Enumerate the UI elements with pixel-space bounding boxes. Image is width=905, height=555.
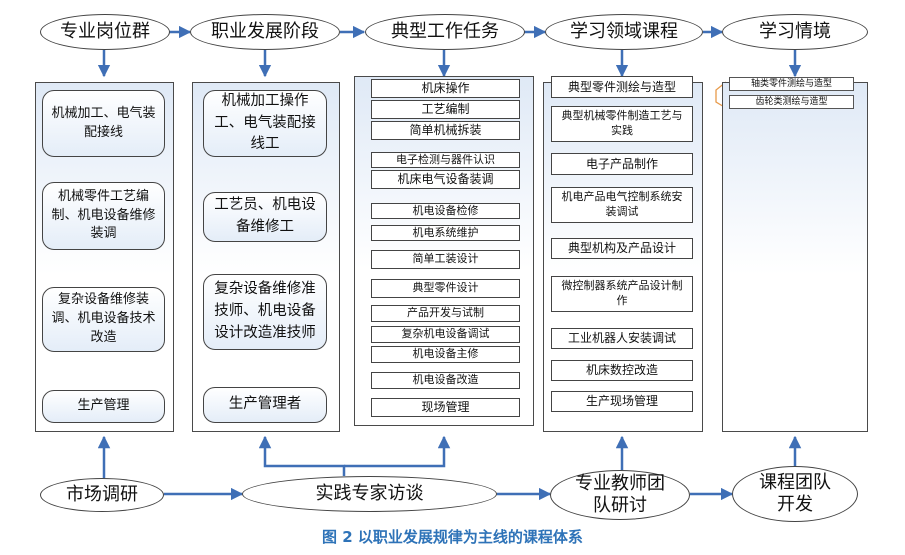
position-3: 复杂设备维修装调、机电设备技术改造 [42,287,165,352]
course-5: 典型机构及产品设计 [551,238,693,259]
teacher-team-discussion: 专业教师团队研讨 [550,470,690,520]
task-4: 电子检测与器件认识 [371,152,520,168]
stage-4: 生产管理者 [203,387,327,423]
course-1: 典型零件测绘与造型 [551,76,693,98]
situations-panel [722,82,868,432]
position-2: 机械零件工艺编制、机电设备维修装调 [42,182,165,250]
course-2: 典型机械零件制造工艺与实践 [551,106,693,142]
course-9: 生产现场管理 [551,391,693,412]
market-research: 市场调研 [40,478,164,512]
arrow-up-3 [344,435,451,468]
task-12: 机电设备主修 [371,346,520,363]
task-6: 机电设备检修 [371,203,520,219]
bracket-icon [715,81,727,109]
task-11: 复杂机电设备调试 [371,326,520,343]
stage-3: 复杂设备维修准技师、机电设备设计改造准技师 [203,274,327,350]
course-4: 机电产品电气控制系统安装调试 [551,187,693,223]
task-5: 机床电气设备装调 [371,170,520,189]
task-14: 现场管理 [371,398,520,417]
course-3: 电子产品制作 [551,153,693,175]
position-1: 机械加工、电气装配接线 [42,90,165,157]
task-3: 简单机械拆装 [371,121,520,140]
course-6: 微控制器系统产品设计制作 [551,276,693,312]
header-tasks: 典型工作任务 [365,14,525,50]
task-8: 简单工装设计 [371,250,520,269]
figure-caption: 图 2 以职业发展规律为主线的课程体系 [322,528,583,546]
stage-2: 工艺员、机电设备维修工 [203,192,327,242]
expert-interview: 实践专家访谈 [242,476,497,512]
task-9: 典型零件设计 [371,279,520,298]
course-team-development: 课程团队开发 [732,466,858,522]
situation-1: 轴类零件测绘与造型 [729,77,854,91]
position-4: 生产管理 [42,390,165,423]
header-situations: 学习情境 [722,14,868,50]
arrow-up-2 [258,435,346,476]
task-1: 机床操作 [371,79,520,98]
task-10: 产品开发与试制 [371,305,520,322]
task-13: 机电设备改造 [371,372,520,389]
situation-2: 齿轮类测绘与造型 [729,95,854,109]
task-2: 工艺编制 [371,100,520,119]
header-positions: 专业岗位群 [40,14,170,50]
task-7: 机电系统维护 [371,225,520,241]
stage-1: 机械加工操作工、电气装配接线工 [203,90,327,157]
header-stages: 职业发展阶段 [190,14,340,50]
header-courses: 学习领域课程 [545,14,703,50]
course-8: 机床数控改造 [551,360,693,381]
course-7: 工业机器人安装调试 [551,328,693,349]
